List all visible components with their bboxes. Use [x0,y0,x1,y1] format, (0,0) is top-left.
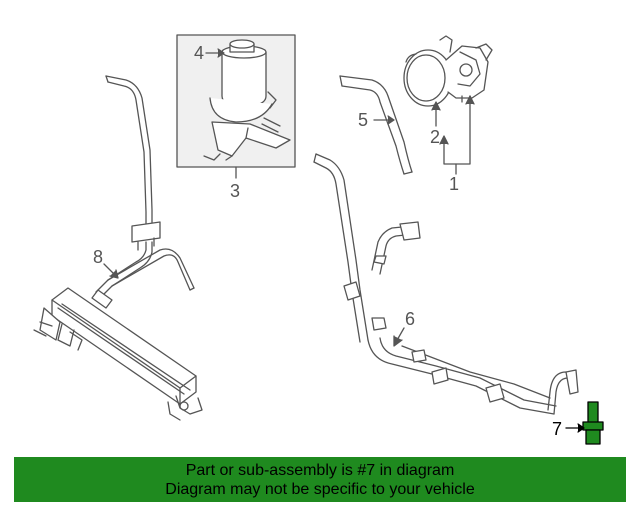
fitting-part-7 [582,401,604,445]
info-banner: Part or sub-assembly is #7 in diagram Di… [14,457,626,502]
banner-line-2: Diagram may not be specific to your vehi… [165,481,475,498]
callout-8: 8 [93,247,104,267]
callout-4: 4 [194,43,205,63]
oil-cooler [33,287,203,421]
callout-1: 1 [449,174,460,194]
reservoir-assembly [176,34,296,168]
upper-hose [339,75,413,175]
power-steering-pump [403,35,493,107]
leader-lines [103,48,585,433]
callout-3: 3 [230,181,241,201]
callout-6: 6 [405,309,416,329]
banner-line-1: Part or sub-assembly is #7 in diagram [185,462,455,479]
callout-5: 5 [358,110,369,130]
callout-2: 2 [430,127,441,147]
return-tube [91,75,195,309]
pressure-hose [313,153,579,415]
callout-7: 7 [552,419,563,439]
